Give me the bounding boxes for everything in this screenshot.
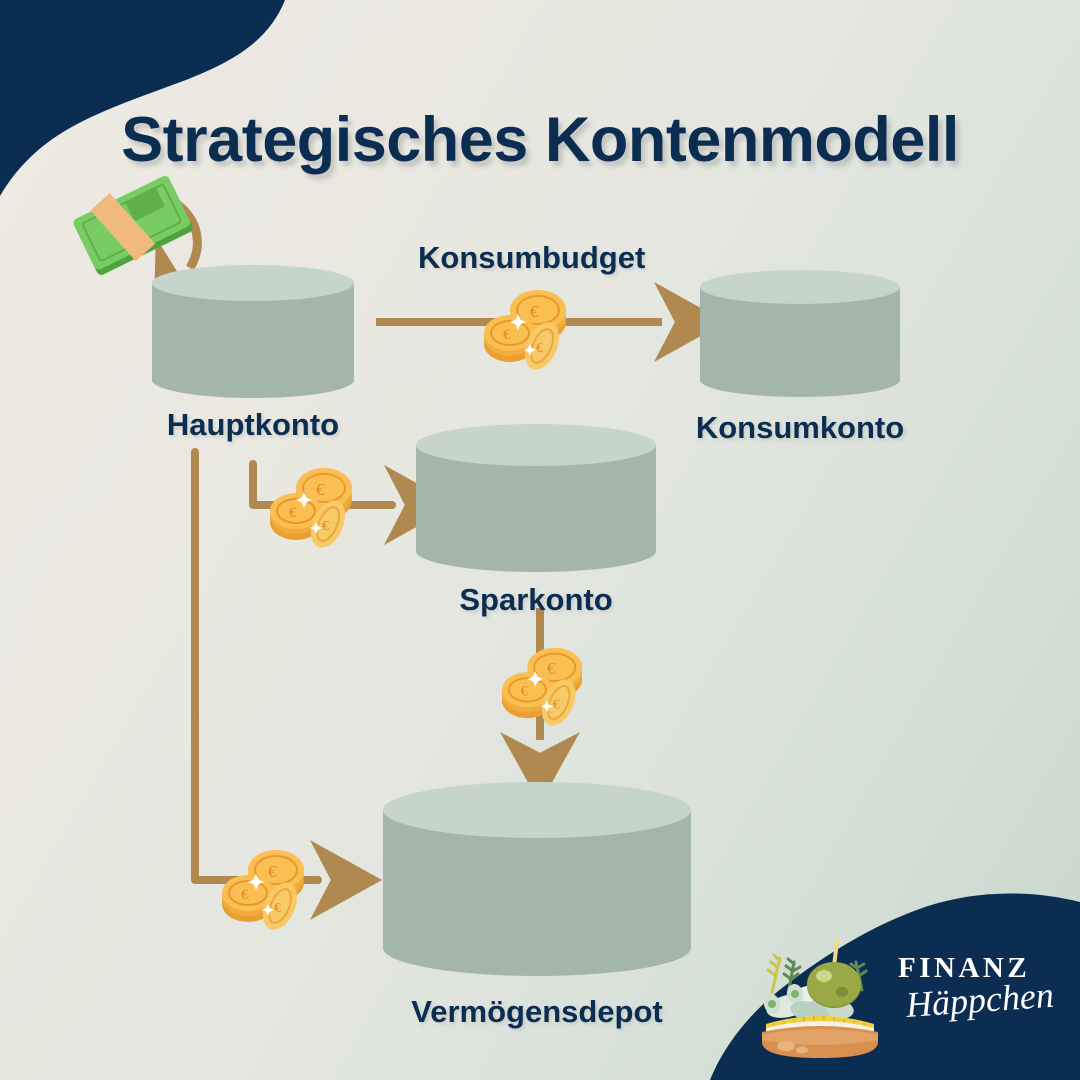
node-konsumkonto[interactable]: Konsumkonto xyxy=(696,270,904,445)
svg-text:€: € xyxy=(503,327,511,343)
cylinder-top xyxy=(152,265,354,301)
node-sparkonto[interactable]: Sparkonto xyxy=(416,424,656,617)
euro-coins-icon: € € € xyxy=(501,647,583,726)
cylinder-top xyxy=(700,270,900,304)
svg-text:€: € xyxy=(274,901,281,916)
cylinder-top xyxy=(383,782,691,838)
brand-name-primary: FINANZ xyxy=(898,952,1031,984)
euro-coins-icon: € € € xyxy=(222,850,304,930)
euro-banknote-icon: € xyxy=(73,176,193,275)
cylinder-top xyxy=(416,424,656,466)
node-hauptkonto[interactable]: Hauptkonto xyxy=(152,265,354,442)
svg-text:€: € xyxy=(322,519,329,534)
svg-text:€: € xyxy=(241,887,249,903)
svg-text:€: € xyxy=(536,341,543,356)
euro-coins-icon: € € € xyxy=(270,468,352,548)
flow-label-konsumbudget: Konsumbudget xyxy=(418,240,646,275)
canape-with-olive-and-money-icon xyxy=(762,938,878,1058)
svg-text:€: € xyxy=(316,480,325,499)
svg-text:€: € xyxy=(521,684,529,700)
node-label-hauptkonto: Hauptkonto xyxy=(166,407,340,442)
node-label-konsumkonto: Konsumkonto xyxy=(695,410,905,445)
svg-text:€: € xyxy=(289,505,297,521)
svg-text:€: € xyxy=(547,659,556,678)
svg-text:€: € xyxy=(530,302,539,321)
euro-coins-icon: € € € xyxy=(484,290,566,370)
node-label-sparkonto: Sparkonto xyxy=(459,582,613,617)
brand-name-secondary: Häppchen xyxy=(904,974,1056,1025)
node-label-vermoegensdepot: Vermögensdepot xyxy=(411,994,663,1029)
page-title: Strategisches Kontenmodell xyxy=(121,105,959,175)
brand-logo[interactable]: FINANZ Häppchen xyxy=(750,918,1070,1068)
node-vermoegensdepot[interactable]: Vermögensdepot xyxy=(383,782,691,1029)
svg-text:€: € xyxy=(268,862,277,881)
svg-text:€: € xyxy=(553,696,560,711)
